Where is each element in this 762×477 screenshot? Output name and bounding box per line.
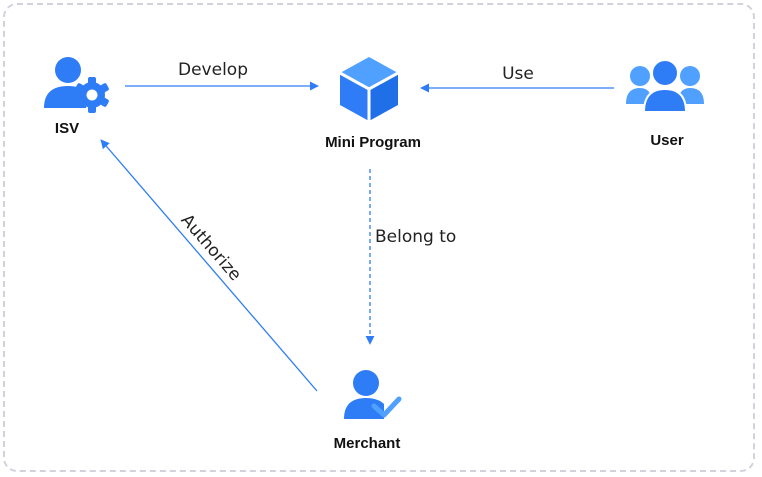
authorize-edge-label: Authorize — [177, 210, 245, 285]
merchant-label: Merchant — [334, 435, 401, 452]
develop-edge-label: Develop — [178, 60, 248, 80]
user-gear-icon — [44, 57, 109, 113]
dashed-frame — [3, 3, 755, 472]
use-edge-label: Use — [502, 64, 534, 84]
user-group-icon — [626, 59, 704, 113]
belong-to-edge-label: Belong to — [375, 227, 456, 247]
user-check-icon — [344, 370, 402, 419]
isv-label: ISV — [55, 120, 79, 137]
authorize-arrow — [100, 139, 318, 392]
cube-icon — [339, 57, 399, 121]
mini-program-label: Mini Program — [325, 134, 421, 151]
user-label: User — [650, 132, 684, 149]
